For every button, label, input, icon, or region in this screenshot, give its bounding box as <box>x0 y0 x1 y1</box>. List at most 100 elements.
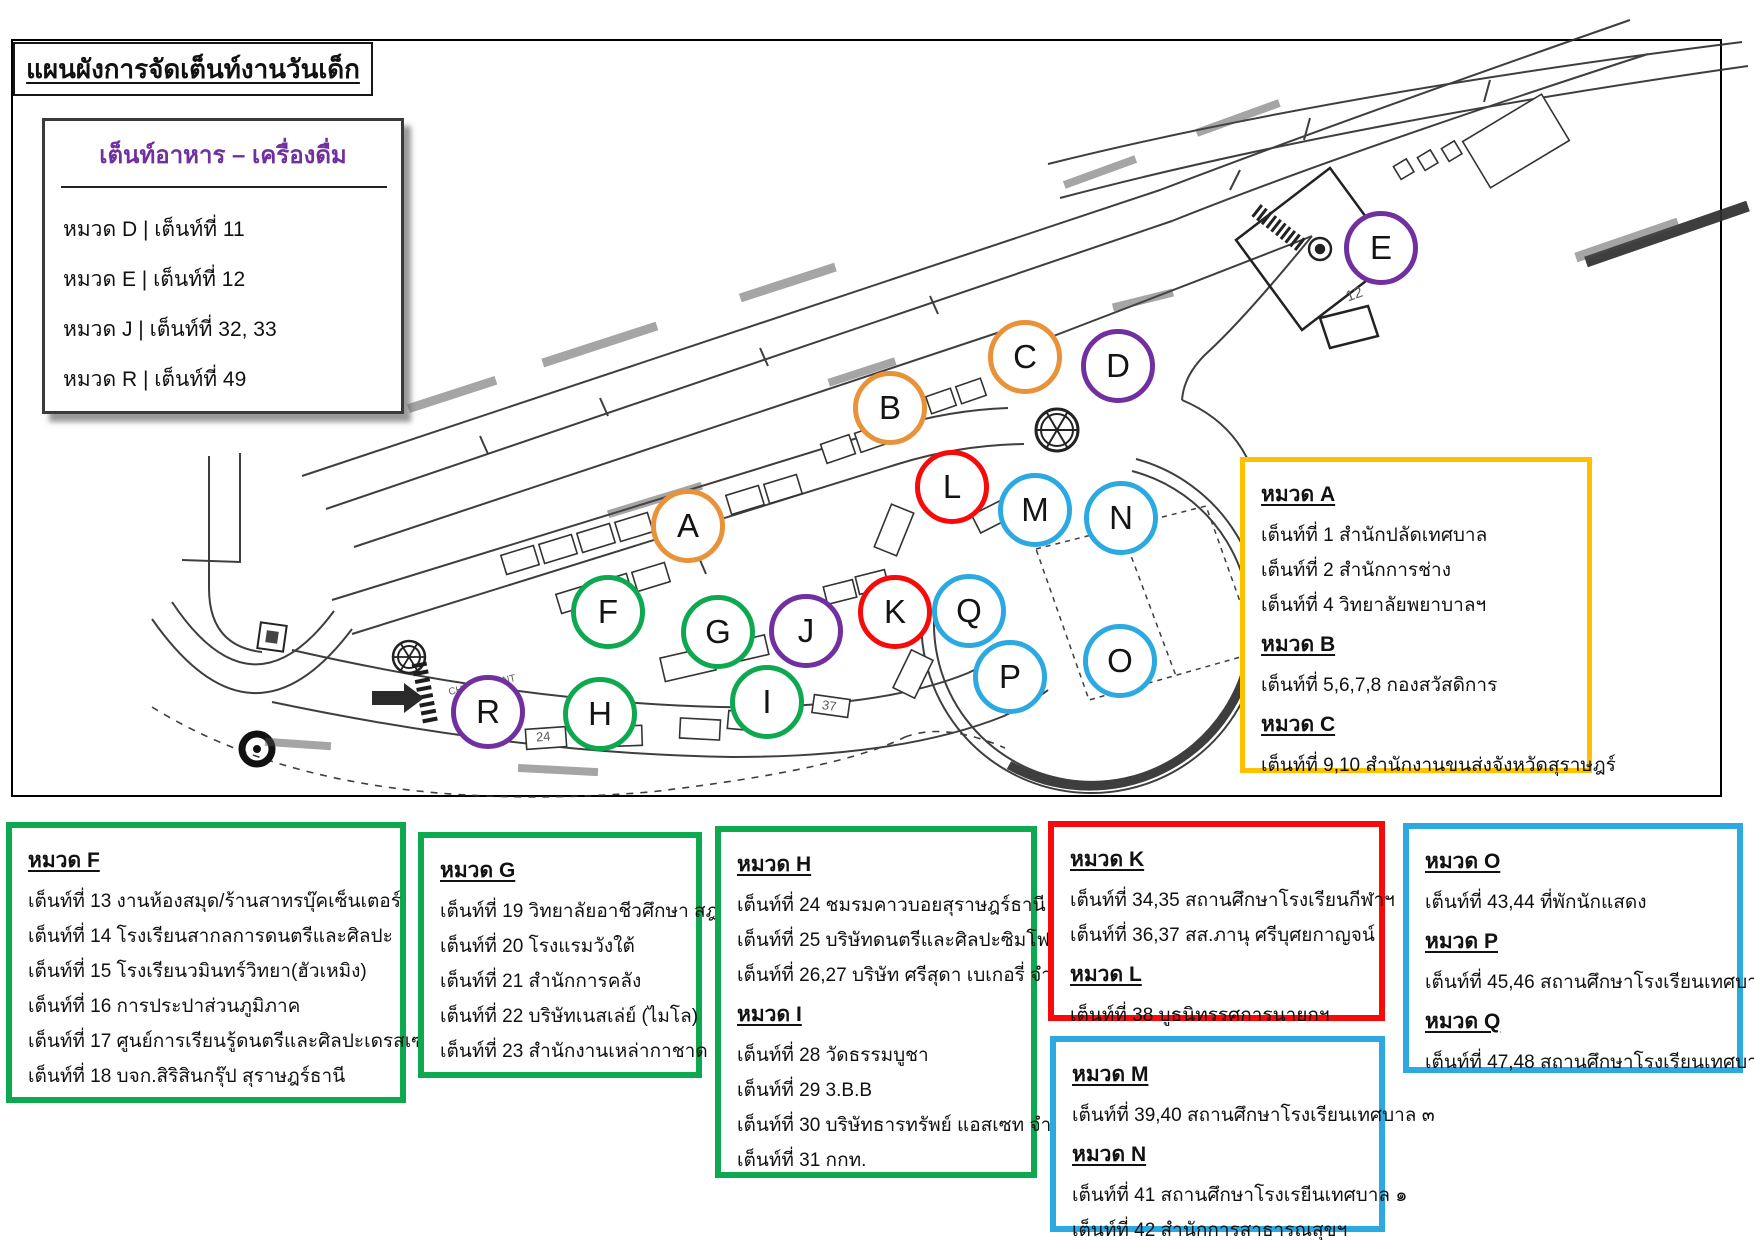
zone-marker-label: K <box>883 593 906 630</box>
legend-line: เต็นท์ที่ 47,48 สถานศึกษาโรงเรียนเทศบาล … <box>1425 1051 1754 1073</box>
map-annotation: 24 <box>535 728 551 745</box>
legend-line: เต็นท์ที่ 21 สำนักการคลัง <box>440 970 642 992</box>
legend-line: เต็นท์ที่ 14 โรงเรียนสากลการดนตรีและศิลป… <box>28 925 393 947</box>
legend-line: เต็นท์ที่ 41 สถานศึกษาโรงเรยีนเทศบาล ๑ <box>1072 1184 1408 1206</box>
legend-line: เต็นท์ที่ 28 วัดธรรมบูชา <box>737 1044 929 1066</box>
legend-section-header: หมวด F <box>28 849 100 872</box>
zone-marker-label: B <box>878 389 901 426</box>
zone-marker-label: L <box>942 468 962 505</box>
zone-marker-label: N <box>1109 499 1133 536</box>
legend-section-header: หมวด A <box>1261 483 1336 506</box>
legend-line: เต็นท์ที่ 23 สำนักงานเหล่ากาชาด <box>440 1040 708 1062</box>
zone-marker-label: H <box>588 695 612 732</box>
food-drink-box: เต็นท์อาหาร – เครื่องดื่ม หมวด D | เต็นท… <box>42 118 404 414</box>
legend-line: เต็นท์ที่ 29 3.B.B <box>737 1079 873 1101</box>
legend-section-header: หมวด M <box>1072 1063 1149 1086</box>
zone-marker-B: B <box>853 371 927 445</box>
legend-line: เต็นท์ที่ 1 สำนักปลัดเทศบาล <box>1261 524 1488 546</box>
zone-marker-P: P <box>973 640 1047 714</box>
zone-marker-label: O <box>1107 642 1133 679</box>
zone-marker-F: F <box>571 575 645 649</box>
legend-section-header: หมวด O <box>1425 850 1501 873</box>
zone-marker-label: M <box>1021 491 1049 528</box>
title-box: แผนผังการจัดเต็นท์งานวันเด็ก <box>13 42 373 96</box>
legend-box-abc: หมวด A เต็นท์ที่ 1 สำนักปลัดเทศบาลเต็นท์ท… <box>1240 457 1616 776</box>
legend-section-header: หมวด G <box>440 859 516 882</box>
legend-line: เต็นท์ที่ 43,44 ที่พักนักแสดง <box>1425 891 1647 913</box>
zone-marker-label: D <box>1106 347 1130 384</box>
legend-line: เต็นท์ที่ 34,35 สถานศึกษาโรงเรียนกีฬาฯ <box>1070 889 1395 911</box>
legend-line: เต็นท์ที่ 17 ศูนย์การเรียนรู้ดนตรีและศิล… <box>28 1030 460 1052</box>
zone-marker-label: C <box>1013 338 1037 375</box>
zone-marker-label: Q <box>956 592 982 629</box>
food-drink-row: หมวด E | เต็นท์ที่ 12 <box>63 267 246 291</box>
zone-marker-N: N <box>1084 481 1158 555</box>
zone-marker-H: H <box>563 677 637 751</box>
legend-line: เต็นท์ที่ 38 บูธนิทรรศการนายกฯ <box>1070 1004 1330 1026</box>
food-drink-rows: หมวด D | เต็นท์ที่ 11 หมวด E | เต็นท์ที่ … <box>45 188 401 404</box>
zone-marker-label: E <box>1369 229 1392 266</box>
zone-marker-K: K <box>858 575 932 649</box>
zone-marker-I: I <box>730 665 804 739</box>
legend-section-header: หมวด N <box>1072 1143 1147 1166</box>
legend-section-header: หมวด B <box>1261 633 1336 656</box>
zone-marker-label: F <box>597 593 619 630</box>
legend-line: เต็นท์ที่ 4 วิทยาลัยพยาบาลฯ <box>1261 594 1487 616</box>
legend-box-mn: หมวด M เต็นท์ที่ 39,40 สถานศึกษาโรงเรียนเ… <box>1050 1036 1435 1240</box>
food-drink-box-title: เต็นท์อาหาร – เครื่องดื่ม <box>99 142 347 169</box>
page-title: แผนผังการจัดเต็นท์งานวันเด็ก <box>26 53 360 84</box>
legend-box-hi: หมวด H เต็นท์ที่ 24 ชมรมคาวบอยสุราษฎร์ธาน… <box>715 826 1076 1178</box>
legend-box-opq: หมวด O เต็นท์ที่ 43,44 ที่พักนักแสดงหมวด … <box>1403 823 1754 1073</box>
legend-section-header: หมวด K <box>1070 848 1145 871</box>
legend-section-header: หมวด H <box>737 853 812 876</box>
zone-marker-label: J <box>797 612 815 649</box>
legend-line: เต็นท์ที่ 22 บริษัทเนสเล่ย์ (ไมโล) <box>440 1005 699 1027</box>
legend-line: เต็นท์ที่ 45,46 สถานศึกษาโรงเรียนเทศบาล … <box>1425 971 1754 993</box>
legend-line: เต็นท์ที่ 42 สำนักการสาธารณสุขฯ <box>1072 1219 1348 1240</box>
legend-line: เต็นท์ที่ 9,10 สำนักงานขนส่งจังหวัดสุราษ… <box>1261 754 1616 776</box>
legend-line: เต็นท์ที่ 25 บริษัทดนตรีและศิลปะซิมโฟนี่ <box>737 929 1063 951</box>
zone-marker-Q: Q <box>932 574 1006 648</box>
legend-line: เต็นท์ที่ 36,37 สส.ภานุ ศรีบุศยกาญจน์ <box>1070 924 1375 946</box>
zone-marker-O: O <box>1083 624 1157 698</box>
legend-line: เต็นท์ที่ 30 บริษัทธารทรัพย์ แอสเซท จำกั… <box>737 1114 1076 1136</box>
legend-section-header: หมวด I <box>737 1003 802 1026</box>
legend-line: เต็นท์ที่ 20 โรงแรมวังใต้ <box>440 935 635 957</box>
legend-line: เต็นท์ที่ 13 งานห้องสมุด/ร้านสาทรบุ๊คเซ็… <box>28 890 401 912</box>
food-drink-row: หมวด D | เต็นท์ที่ 11 <box>63 217 245 241</box>
legend-section-header: หมวด L <box>1070 963 1142 986</box>
legend-line: เต็นท์ที่ 26,27 บริษัท ศรีสุดา เบเกอรี่ … <box>737 964 1076 986</box>
legend-line: เต็นท์ที่ 39,40 สถานศึกษาโรงเรียนเทศบาล … <box>1072 1104 1435 1126</box>
legend-line: เต็นท์ที่ 24 ชมรมคาวบอยสุราษฎร์ธานี <box>737 894 1046 916</box>
zone-marker-label: I <box>762 683 772 720</box>
zone-marker-M: M <box>998 473 1072 547</box>
zone-marker-E: E <box>1344 211 1418 285</box>
zone-marker-L: L <box>915 450 989 524</box>
legend-line: เต็นท์ที่ 19 วิทยาลัยอาชีวศึกษา สฎ. <box>440 900 724 922</box>
food-drink-row: หมวด J | เต็นท์ที่ 32, 33 <box>63 317 277 341</box>
zone-marker-J: J <box>769 594 843 668</box>
legend-section-header: หมวด Q <box>1425 1010 1501 1033</box>
legend-line: เต็นท์ที่ 16 การประปาส่วนภูมิภาค <box>28 995 301 1017</box>
zone-marker-label: P <box>998 658 1021 695</box>
legend-line: เต็นท์ที่ 15 โรงเรียนวมินทร์วิทยา(ฮัวเหม… <box>28 960 367 982</box>
legend-box-f: หมวด F เต็นท์ที่ 13 งานห้องสมุด/ร้านสาทรบ… <box>6 822 460 1103</box>
zone-marker-label: R <box>476 693 500 730</box>
legend-section-header: หมวด P <box>1425 930 1498 953</box>
legend-box-g: หมวด G เต็นท์ที่ 19 วิทยาลัยอาชีวศึกษา สฎ… <box>418 832 724 1078</box>
map-annotation: 37 <box>821 697 838 714</box>
legend-line: เต็นท์ที่ 2 สำนักการช่าง <box>1261 559 1451 581</box>
legend-line: เต็นท์ที่ 5,6,7,8 กองสวัสดิการ <box>1261 674 1498 696</box>
zone-marker-A: A <box>651 489 725 563</box>
zone-marker-C: C <box>988 320 1062 394</box>
zone-marker-R: R <box>451 675 525 749</box>
zone-marker-G: G <box>681 595 755 669</box>
legend-line: เต็นท์ที่ 31 กกท. <box>737 1149 867 1171</box>
zone-marker-label: A <box>676 507 699 544</box>
legend-section-header: หมวด C <box>1261 713 1336 736</box>
zone-marker-D: D <box>1081 329 1155 403</box>
zone-marker-label: G <box>705 613 731 650</box>
food-drink-row: หมวด R | เต็นท์ที่ 49 <box>63 367 247 391</box>
divider <box>61 186 387 188</box>
